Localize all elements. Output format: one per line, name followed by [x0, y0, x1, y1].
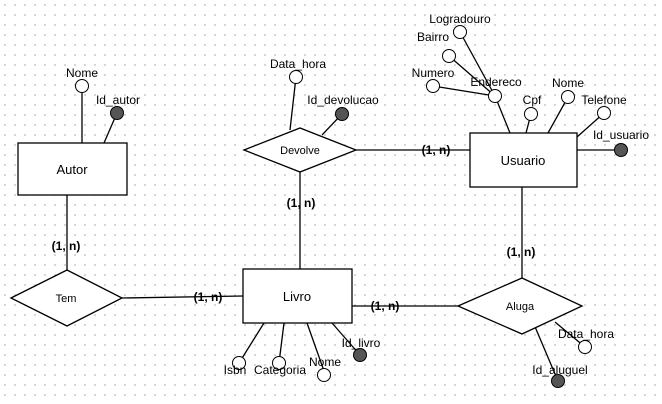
entity-autor-label: Autor: [56, 162, 88, 177]
diagram-labels: Autor Usuario Livro Tem Devolve Aluga No…: [52, 12, 650, 377]
attr-isbn-label: Isbn: [224, 363, 247, 377]
attr-usuario-id-label: Id_usuario: [593, 128, 649, 142]
entity-usuario-label: Usuario: [501, 153, 546, 168]
key-circle-usuario-id[interactable]: [614, 143, 628, 157]
attr-autor-nome-label: Nome: [66, 66, 98, 80]
key-circle-livro-id[interactable]: [353, 348, 367, 362]
attr-livro-id-label: Id_livro: [342, 336, 381, 350]
attr-circle-usuario-nome[interactable]: [561, 90, 575, 104]
line-endereco-logradouro: [459, 31, 496, 97]
line-livro-id: [331, 322, 361, 356]
relationship-devolve-diamond[interactable]: [242, 127, 358, 173]
cardinality-usuario-aluga: (1, n): [507, 245, 536, 259]
attr-circle-numero[interactable]: [426, 79, 440, 93]
attr-livro-nome-label: Nome: [309, 355, 341, 369]
key-circle-devolve-id[interactable]: [335, 107, 349, 121]
attribute-markers: [75, 25, 628, 388]
entity-autor-box[interactable]: [17, 142, 128, 196]
cardinality-devolve-usuario: (1, n): [422, 143, 451, 157]
attr-aluga-data-hora-label: Data_hora: [558, 327, 614, 341]
relationship-tem-diamond[interactable]: [9, 269, 124, 327]
line-livro-isbn: [238, 322, 265, 364]
attr-devolve-data-hora-label: Data_hora: [270, 57, 326, 71]
entity-livro-box[interactable]: [242, 268, 353, 324]
attr-bairro-label: Bairro: [417, 30, 449, 44]
line-tem-livro: [121, 295, 244, 299]
attr-circle-livro-nome[interactable]: [317, 368, 331, 382]
attr-circle-cpf[interactable]: [524, 107, 538, 121]
attr-circle-endereco[interactable]: [488, 89, 502, 103]
key-circle-autor-id[interactable]: [110, 106, 124, 120]
entity-usuario-box[interactable]: [469, 132, 578, 188]
line-aluga-id: [532, 321, 559, 382]
key-circle-aluga-id[interactable]: [551, 374, 565, 388]
line-livro-nome: [306, 322, 325, 372]
attr-devolve-id-label: Id_devolucao: [307, 93, 379, 107]
relationship-aluga-label: Aluga: [506, 301, 535, 313]
cardinality-livro-aluga: (1, n): [371, 299, 400, 313]
attr-circle-telefone[interactable]: [597, 106, 611, 120]
relationship-tem-label: Tem: [56, 293, 77, 305]
attr-endereco-label: Endereco: [470, 75, 522, 89]
attr-circle-bairro[interactable]: [442, 49, 456, 63]
attr-categoria-label: Categoria: [254, 363, 306, 377]
line-endereco-numero: [432, 85, 496, 97]
entity-shapes: [9, 127, 584, 335]
cardinality-devolve-livro: (1, n): [287, 196, 316, 210]
relationship-aluga-diamond[interactable]: [456, 277, 584, 335]
attr-telefone-label: Telefone: [581, 93, 627, 107]
line-endereco-bairro: [448, 55, 496, 97]
attr-numero-label: Numero: [412, 66, 455, 80]
cardinality-autor-tem: (1, n): [52, 239, 81, 253]
relationship-devolve-label: Devolve: [280, 145, 320, 157]
attr-circle-autor-nome[interactable]: [75, 79, 89, 93]
attr-cpf-label: Cpf: [523, 93, 542, 107]
attr-autor-id-label: Id_autor: [96, 93, 140, 107]
attr-circle-logradouro[interactable]: [453, 25, 467, 39]
attr-aluga-id-label: Id_aluguel: [532, 363, 587, 377]
attr-circle-isbn[interactable]: [232, 356, 246, 370]
entity-livro-label: Livro: [283, 289, 311, 304]
attr-logradouro-label: Logradouro: [429, 12, 491, 26]
connector-lines: [66, 31, 621, 382]
line-devolve-data-hora: [289, 76, 297, 131]
attr-circle-devolve-data-hora[interactable]: [289, 70, 303, 84]
attr-circle-aluga-data-hora[interactable]: [578, 340, 592, 354]
attr-circle-categoria[interactable]: [272, 356, 286, 370]
cardinality-tem-livro: (1, n): [194, 290, 223, 304]
attr-usuario-nome-label: Nome: [552, 76, 584, 90]
